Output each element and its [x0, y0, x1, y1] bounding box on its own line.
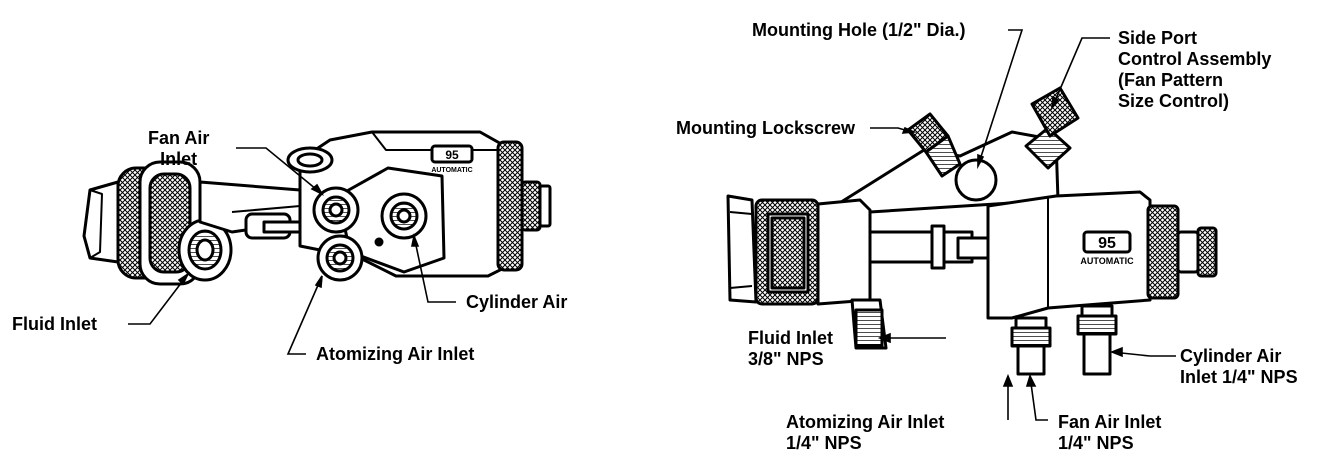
right-leader-lines: [870, 29, 1176, 421]
left-fan-air-fitting: [312, 186, 360, 234]
right-gun-body: [986, 190, 1152, 320]
right-mounting-hole: [954, 158, 998, 202]
right-gun-view: 95 AUTOMATIC: [726, 86, 1218, 376]
right-rear-knob: [1146, 204, 1180, 300]
right-side-port-control: [1024, 86, 1080, 170]
left-gun-view: 95 AUTOMATIC: [82, 130, 552, 286]
left-atomizing-air-fitting: [316, 234, 364, 282]
left-leader-lines: [128, 147, 456, 355]
svg-text:95: 95: [445, 148, 459, 162]
right-mounting-lockscrew: [906, 112, 962, 178]
left-fluid-inlet-fitting: [177, 218, 233, 282]
svg-text:95: 95: [1098, 235, 1116, 252]
svg-text:AUTOMATIC: AUTOMATIC: [431, 167, 472, 174]
svg-text:AUTOMATIC: AUTOMATIC: [1080, 256, 1134, 266]
left-rear-knob: [496, 140, 524, 272]
left-cylinder-air-fitting: [380, 192, 428, 240]
right-atomizing-air-fitting: [1010, 316, 1052, 376]
right-cylinder-air-fitting: [1076, 304, 1118, 376]
